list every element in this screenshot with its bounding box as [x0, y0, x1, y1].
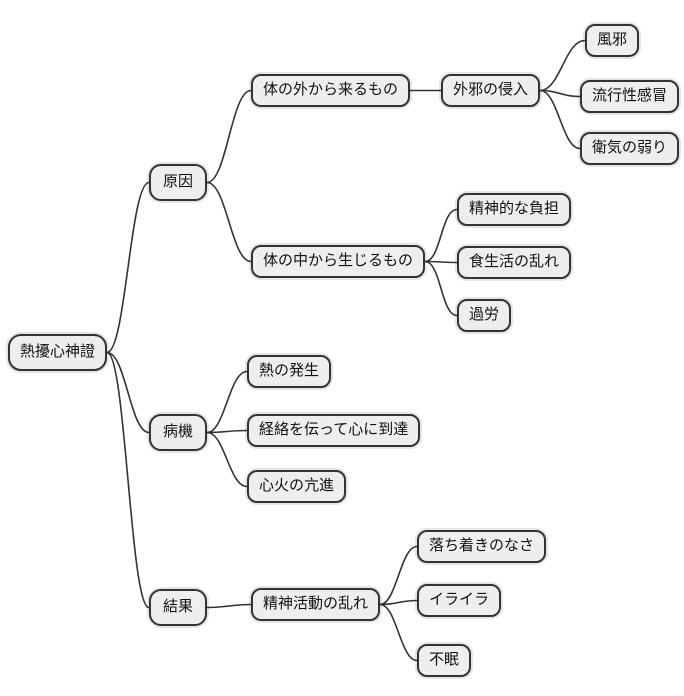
node-internal-origin: 体の中から生じるもの [251, 245, 426, 278]
node-external-origin: 体の外から来るもの [251, 74, 411, 107]
node-irritability: イライラ [417, 584, 502, 617]
node-weak-defensive-qi: 衛気の弱り [580, 132, 680, 165]
node-result: 結果 [149, 589, 208, 626]
node-dietary-disorder: 食生活の乱れ [457, 246, 572, 279]
node-heat-generation: 熱の発生 [247, 355, 332, 388]
node-pathogen-invasion: 外邪の侵入 [441, 74, 541, 107]
node-cause: 原因 [149, 164, 208, 201]
node-root-syndrome: 熱擾心神證 [8, 334, 108, 371]
node-restlessness: 落ち着きのなさ [417, 530, 547, 563]
node-mental-activity-disturbance: 精神活動の乱れ [251, 588, 381, 621]
node-overwork: 過労 [457, 299, 512, 332]
node-meridian-transmission: 経絡を伝って心に到達 [247, 414, 421, 447]
node-mental-burden: 精神的な負担 [457, 193, 572, 226]
node-heart-fire-hyperactivity: 心火の亢進 [247, 470, 347, 503]
node-pathogenesis: 病機 [149, 414, 208, 451]
node-wind-cold: 風邪 [585, 24, 640, 57]
node-influenza: 流行性感冒 [580, 80, 680, 113]
node-insomnia: 不眠 [417, 644, 472, 677]
